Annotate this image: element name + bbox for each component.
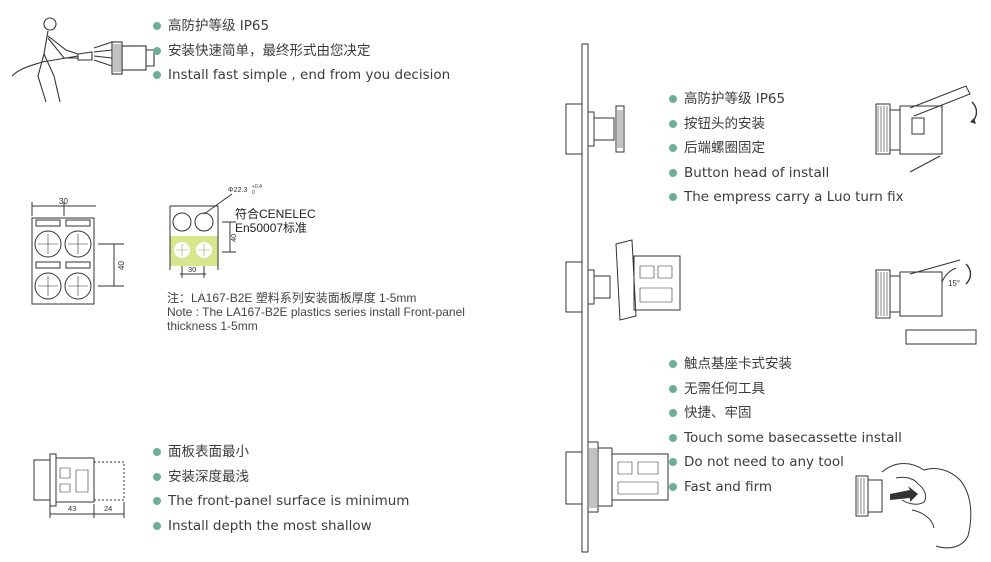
top-left-feature-list: 高防护等级 IP65 安装快速简单，最终形式由您决定 Install fast … [152,14,450,88]
cutout-diameter-label: Φ22.3 [228,187,247,194]
dim-24-label: 24 [104,504,112,513]
screwdriver-detail-drawing [875,85,978,173]
standard-line-2: En50007标准 [235,221,308,235]
feature-bullet: 安装深度最浅 [152,465,409,490]
note-english-line-2: thickness 1-5mm [167,319,258,333]
right-top-feature-list: 高防护等级 IP65 按钮头的安装 后端螺圈固定 Button head of … [668,87,904,210]
feature-bullet: Fast and firm [668,475,902,500]
dim-30-label: 30 [59,197,68,206]
panel-layout-drawing: 30 40 [31,197,126,305]
right-bottom-feature-list: 触点基座卡式安装 无需任何工具 快捷、牢固 Touch some basecas… [668,352,902,499]
cutout-dim-40-label: 40 [229,234,238,242]
feature-bullet: The empress carry a Luo turn fix [668,185,904,210]
feature-bullet: 快捷、牢固 [668,401,902,426]
panel-thickness-note: 注：LA167-B2E 塑料系列安装面板厚度 1-5mm Note : The … [167,291,465,333]
feature-bullet: Install depth the most shallow [152,514,409,539]
feature-bullet: 无需任何工具 [668,377,902,402]
feature-bullet: 按钮头的安装 [668,112,904,137]
feature-bullet: Do not need to any tool [668,450,902,475]
bottom-left-feature-list: 面板表面最小 安装深度最浅 The front-panel surface is… [152,440,409,538]
feature-bullet: 安装快速简单，最终形式由您决定 [152,39,450,64]
cutout-tolerance-lower: 0 [252,190,255,196]
feature-bullet: Install fast simple , end from you decis… [152,63,450,88]
clip-detail-drawing: 15° [875,259,977,345]
angle-label: 15° [948,279,960,288]
standard-text: 符合CENELEC En50007标准 [235,207,316,235]
side-profile-drawing: 43 24 [33,453,125,518]
feature-bullet: 后端螺圈固定 [668,136,904,161]
dim-43-label: 43 [68,504,76,513]
feature-bullet: 高防护等级 IP65 [152,14,450,39]
feature-bullet: The front-panel surface is minimum [152,489,409,514]
cutout-tolerance-upper: +0.4 [252,184,262,190]
feature-bullet: 触点基座卡式安装 [668,352,902,377]
panel-cutout-drawing: Φ22.3 +0.4 0 30 40 [169,184,262,278]
feature-bullet: Touch some basecassette install [668,426,902,451]
note-chinese: 注：LA167-B2E 塑料系列安装面板厚度 1-5mm [167,291,417,305]
dim-40-label: 40 [117,261,126,270]
hand-install-drawing [855,463,972,549]
feature-bullet: 面板表面最小 [152,440,409,465]
water-spray-illustration [11,17,155,103]
panel-plate-drawing [565,43,681,553]
feature-bullet: Button head of install [668,161,904,186]
cutout-dim-30-label: 30 [188,265,196,274]
note-english-line-1: Note : The LA167-B2E plastics series ins… [167,305,465,319]
standard-line-1: 符合CENELEC [235,207,316,221]
feature-bullet: 高防护等级 IP65 [668,87,904,112]
